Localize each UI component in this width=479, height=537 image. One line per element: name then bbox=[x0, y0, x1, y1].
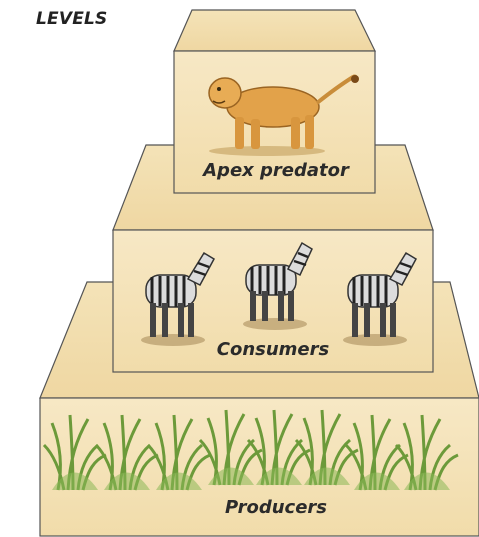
consumers-label: Consumers bbox=[173, 339, 373, 360]
producers-label: Producers bbox=[176, 497, 376, 518]
apex-predator-label: Apex predator bbox=[176, 160, 376, 181]
levels-heading: LEVELS bbox=[36, 9, 108, 29]
